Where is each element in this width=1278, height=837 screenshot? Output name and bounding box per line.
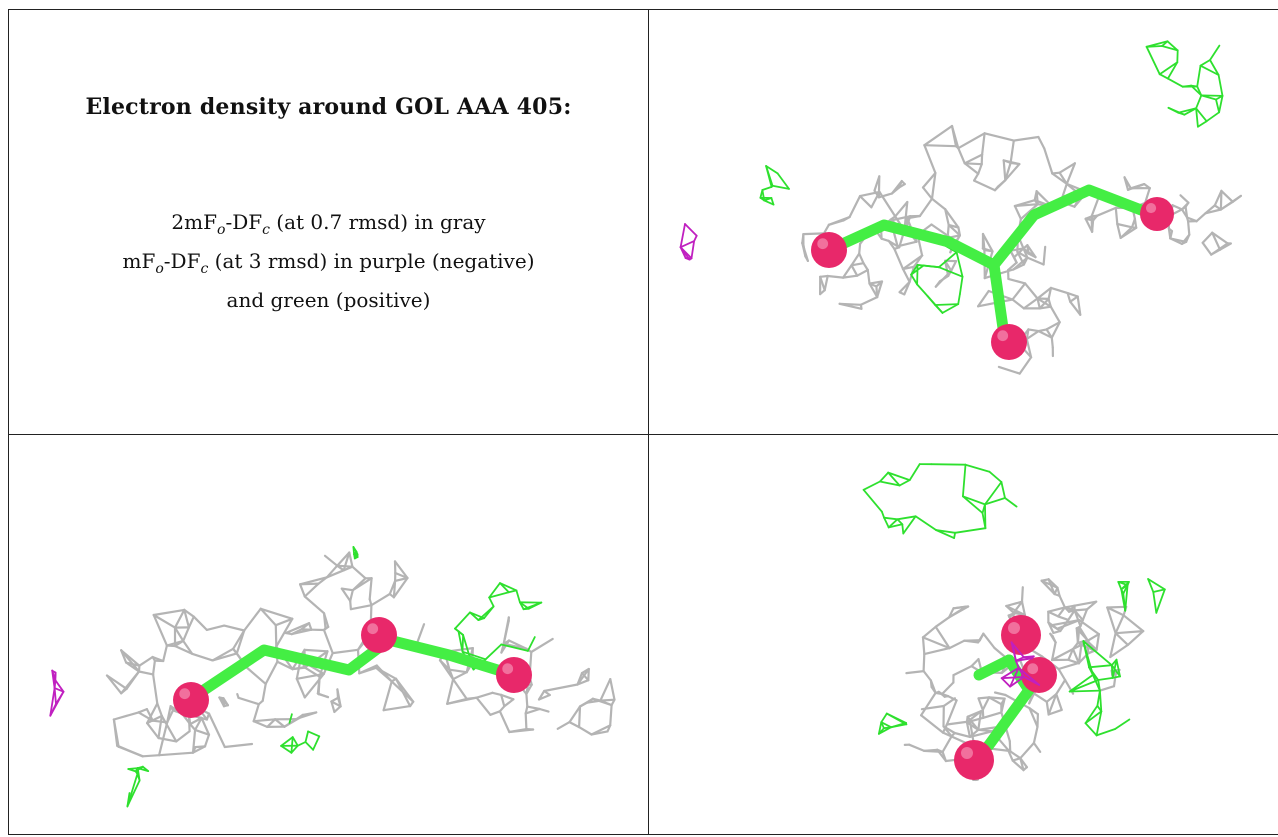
mesh-positive bbox=[877, 712, 908, 735]
mesh-positive bbox=[759, 165, 790, 206]
oxygen-atom bbox=[173, 682, 209, 718]
atom-highlight bbox=[997, 330, 1009, 342]
mesh-positive bbox=[126, 765, 150, 808]
table-border-middle bbox=[8, 434, 1278, 435]
caption-line-fofc: mFo-DFc (at 3 rmsd) in purple (negative) bbox=[9, 246, 648, 285]
mesh-2fofc bbox=[1049, 605, 1145, 665]
caption-subscript: c bbox=[200, 261, 209, 277]
atom-highlight bbox=[367, 623, 379, 635]
mesh-2fofc bbox=[284, 551, 426, 713]
oxygen-atom bbox=[1001, 615, 1041, 655]
mesh-2fofc bbox=[1167, 189, 1243, 256]
atom-highlight bbox=[961, 747, 973, 759]
table-border-top bbox=[8, 9, 1278, 10]
caption-subscript: c bbox=[262, 222, 270, 238]
mesh-2fofc bbox=[537, 667, 616, 736]
caption-text: -DF bbox=[225, 210, 263, 234]
density-view-bottom-right bbox=[649, 435, 1278, 834]
caption-line-positive: and green (positive) bbox=[226, 288, 431, 312]
caption-subscript: o bbox=[155, 261, 164, 277]
atom-highlight bbox=[817, 238, 829, 250]
density-view-top-right bbox=[649, 10, 1278, 434]
atom-highlight bbox=[1145, 202, 1157, 214]
mesh-negative bbox=[1000, 641, 1041, 688]
density-map-image bbox=[862, 463, 1166, 781]
oxygen-atom bbox=[811, 232, 847, 268]
density-map-image bbox=[49, 546, 616, 808]
figure-table: Electron density around GOL AAA 405: 2mF… bbox=[8, 9, 1278, 835]
table-border-center bbox=[648, 9, 649, 835]
mesh-positive bbox=[352, 546, 359, 560]
atom-highlight bbox=[502, 663, 514, 675]
oxygen-atom bbox=[991, 324, 1027, 360]
mesh-negative bbox=[679, 223, 698, 261]
caption-text: mF bbox=[122, 249, 156, 273]
mesh-negative bbox=[49, 669, 65, 717]
oxygen-atom bbox=[496, 657, 532, 693]
mesh-positive bbox=[1145, 40, 1224, 128]
mesh-positive bbox=[280, 713, 321, 754]
density-map-image bbox=[679, 40, 1243, 375]
ligand-bonds bbox=[988, 259, 1010, 341]
caption-text: -DF bbox=[163, 249, 201, 273]
caption-text: (at 0.7 rmsd) in gray bbox=[269, 210, 486, 234]
caption-cell: Electron density around GOL AAA 405: 2mF… bbox=[9, 10, 648, 434]
atom-highlight bbox=[1008, 622, 1020, 634]
oxygen-atom bbox=[954, 740, 994, 780]
atom-highlight bbox=[1027, 663, 1039, 675]
caption-line-2fofc: 2mFo-DFc (at 0.7 rmsd) in gray bbox=[9, 207, 648, 246]
caption-subscript: o bbox=[217, 222, 226, 238]
mesh-positive bbox=[862, 463, 1018, 539]
table-border-left bbox=[8, 9, 9, 835]
caption-text: (at 3 rmsd) in purple (negative) bbox=[208, 249, 535, 273]
mesh-2fofc bbox=[105, 607, 330, 749]
density-view-bottom-left bbox=[9, 435, 648, 834]
oxygen-atom bbox=[1140, 197, 1174, 231]
caption-description: 2mFo-DFc (at 0.7 rmsd) in gray mFo-DFc (… bbox=[9, 207, 648, 316]
ligand-bonds bbox=[973, 654, 1015, 681]
oxygen-atom bbox=[361, 617, 397, 653]
atom-highlight bbox=[179, 688, 191, 700]
caption-text: 2mF bbox=[171, 210, 217, 234]
caption-title: Electron density around GOL AAA 405: bbox=[85, 94, 572, 120]
ligand-bonds bbox=[183, 634, 520, 706]
table-border-bottom bbox=[8, 834, 1278, 835]
mesh-positive bbox=[1117, 578, 1166, 614]
mesh-positive bbox=[1068, 640, 1131, 737]
